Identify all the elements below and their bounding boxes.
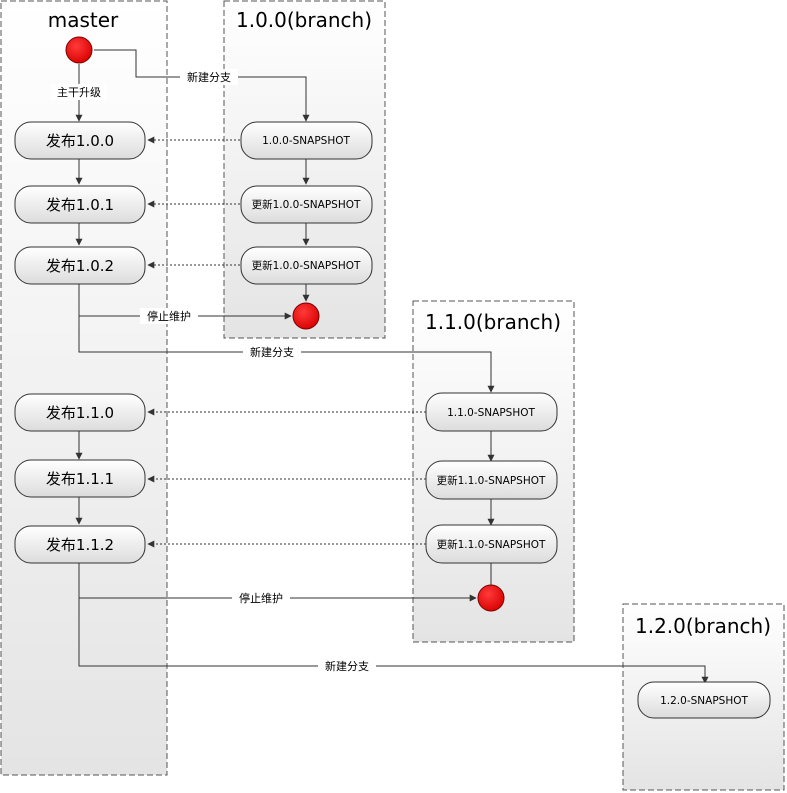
edge-labels: 主干升级 新建分支 停止维护 新建分支 停止维护 新建分支 <box>51 69 376 674</box>
branch-1-0-0-nodes: 1.0.0-SNAPSHOT 更新1.0.0-SNAPSHOT 更新1.0.0-… <box>240 121 373 285</box>
node-release-1-1-0 <box>14 393 146 432</box>
node-snapshot-1-1-0 <box>425 392 558 432</box>
lane-branch-1-0-0: 1.0.0(branch) <box>223 0 386 339</box>
node-update-snapshot-1-0-0-b-label: 更新1.0.0-SNAPSHOT <box>252 259 361 272</box>
node-release-1-1-1-label: 发布1.1.1 <box>46 470 114 488</box>
edge-new-branch-1-2-0 <box>78 598 709 684</box>
lane-title-1-2-0: 1.2.0(branch) <box>635 614 771 638</box>
node-release-1-0-1-label: 发布1.0.1 <box>46 196 114 214</box>
node-update-snapshot-1-1-0-a-label: 更新1.1.0-SNAPSHOT <box>437 474 546 487</box>
label-new-branch-1-1-0: 新建分支 <box>250 345 294 359</box>
node-snapshot-1-1-0-label: 1.1.0-SNAPSHOT <box>447 407 535 419</box>
node-release-1-1-2 <box>14 525 146 564</box>
node-release-1-0-0-label: 发布1.0.0 <box>46 132 114 150</box>
master-nodes: 发布1.0.0 发布1.0.1 发布1.0.2 发布1.1.0 发布1.1.1 … <box>14 121 146 564</box>
node-release-1-1-2-label: 发布1.1.2 <box>46 536 114 554</box>
label-trunk-upgrade: 主干升级 <box>57 86 101 99</box>
node-update-snapshot-1-1-0-a <box>425 460 558 500</box>
lane-title-1-0-0: 1.0.0(branch) <box>236 8 372 32</box>
lane-title-master: master <box>48 8 119 32</box>
label-stop-1-0-0: 停止维护 <box>147 309 191 323</box>
edges-release <box>147 136 426 548</box>
lane-title-1-1-0: 1.1.0(branch) <box>425 310 561 334</box>
node-update-snapshot-1-1-0-b-label: 更新1.1.0-SNAPSHOT <box>437 538 546 551</box>
branch-1-2-0-nodes: 1.2.0-SNAPSHOT <box>637 681 771 719</box>
label-stop-1-1-0: 停止维护 <box>239 591 283 605</box>
start-node <box>65 36 93 64</box>
node-release-1-0-2-label: 发布1.0.2 <box>46 257 114 275</box>
node-update-snapshot-1-0-0-a <box>240 185 373 224</box>
edges-solid <box>75 49 709 684</box>
node-snapshot-1-0-0 <box>240 121 373 160</box>
node-update-snapshot-1-0-0-b <box>240 246 373 285</box>
node-release-1-0-1 <box>14 185 146 224</box>
label-new-branch-1-2-0: 新建分支 <box>325 659 369 673</box>
edge-new-branch-1-0-0 <box>94 49 310 122</box>
terminals <box>65 36 505 612</box>
node-snapshot-1-0-0-label: 1.0.0-SNAPSHOT <box>262 135 350 147</box>
lane-master: master <box>0 0 168 776</box>
node-release-1-1-1 <box>14 459 146 498</box>
node-release-1-0-2 <box>14 246 146 285</box>
branch-1-1-0-nodes: 1.1.0-SNAPSHOT 更新1.1.0-SNAPSHOT 更新1.1.0-… <box>425 392 558 564</box>
node-release-1-1-0-label: 发布1.1.0 <box>46 404 114 422</box>
node-snapshot-1-2-0-label: 1.2.0-SNAPSHOT <box>660 695 748 707</box>
end-node-1-0-0 <box>292 302 320 330</box>
node-release-1-0-0 <box>14 121 146 160</box>
end-node-1-1-0 <box>477 584 505 612</box>
node-update-snapshot-1-1-0-b <box>425 524 558 564</box>
label-new-branch-1-0-0: 新建分支 <box>187 70 231 84</box>
node-snapshot-1-2-0 <box>637 681 771 719</box>
node-update-snapshot-1-0-0-a-label: 更新1.0.0-SNAPSHOT <box>252 198 361 211</box>
